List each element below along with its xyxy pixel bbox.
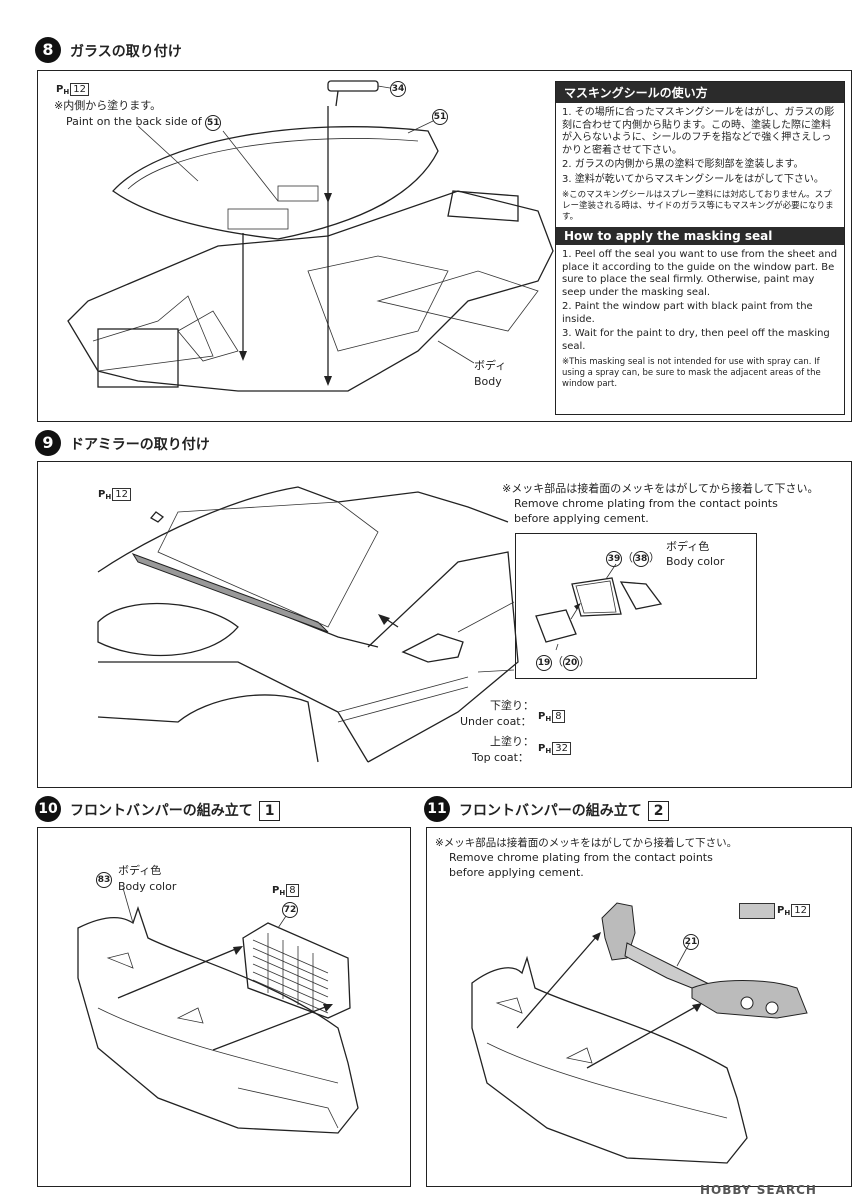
masking-item-jp-1: 1. その場所に合ったマスキングシールをはがし、ガラスの彫刻に合わせて内側から貼… [562,107,835,156]
step-10-number: 10 [35,796,61,822]
step-9-number: 9 [35,430,61,456]
paint-swatch [739,903,775,919]
top-coat-jp: 上塗り： [490,735,534,748]
masking-list-jp: 1. その場所に合ったマスキングシールをはがし、ガラスの彫刻に合わせて内側から貼… [562,107,838,186]
front-bumper-bracket-diagram [471,902,808,1164]
under-coat-en: Under coat： [460,715,532,728]
part-83-label: 83 [96,872,112,888]
step-9-chrome-note-en2: before applying cement. [514,512,649,525]
step-9-chrome-note-en1: Remove chrome plating from the contact p… [514,497,778,510]
part-72-label: 72 [282,902,298,918]
front-bumper-grille-diagram [77,887,359,1134]
step-11-panel: ※メッキ部品は接着面のメッキをはがしてから接着して下さい。 Remove chr… [426,827,852,1187]
car-body-glass-diagram [67,80,554,392]
masking-note-jp: ※このマスキングシールはスプレー塗料には対応しておりません。スプレー塗装される時… [562,190,834,222]
step-11-chrome-note-en2: before applying cement. [449,866,584,879]
masking-item-en-2: 2. Paint the window part with black pain… [562,301,813,325]
masking-title-jp: マスキングシールの使い方 [556,82,844,103]
masking-title-en: How to apply the masking seal [556,227,844,245]
step-8-note-jp: ※内側から塗ります。 [54,99,162,112]
masking-instructions: マスキングシールの使い方 1. その場所に合ったマスキングシールをはがし、ガラス… [555,81,845,415]
step-10-box: 1 [258,801,281,821]
step-10-body-color-jp: ボディ色 [118,864,162,877]
body-label-jp: ボディ [474,359,507,372]
step-11-box: 2 [647,801,670,821]
part-21-label: 21 [683,934,699,950]
part-19-20-label: 19（20） [536,650,590,671]
step-10-body-color-en: Body color [118,880,177,893]
step-8-number: 8 [35,37,61,63]
part-51-label: 51 [432,109,448,125]
part-39-38-label: 39（38） [606,546,660,567]
body-label-en: Body [474,375,502,388]
part-34-label: 34 [390,81,406,97]
step-11-chrome-note-jp: ※メッキ部品は接着面のメッキをはがしてから接着して下さい。 [435,837,738,849]
under-coat-jp: 下塗り： [490,699,534,712]
masking-item-jp-3: 3. 塗料が乾いてからマスキングシールをはがして下さい。 [562,173,824,185]
car-front-mirror-diagram [97,486,519,763]
step-8-note-en: Paint on the back side of 51 [66,115,222,131]
mirror-body-color-en: Body color [666,555,725,568]
masking-list-en: 1. Peel off the seal you want to use fro… [562,249,838,353]
hobby-search-watermark: HOBBY SEARCH [700,1183,817,1197]
step-8-title: ガラスの取り付け [70,44,182,60]
step-9-title: ドアミラーの取り付け [70,437,210,453]
mirror-body-color-jp: ボディ色 [666,540,710,553]
mirror-parts-drawing [535,563,663,651]
masking-note-en: ※This masking seal is not intended for u… [562,357,821,389]
masking-item-en-1: 1. Peel off the seal you want to use fro… [562,249,838,298]
step-11-chrome-note-en1: Remove chrome plating from the contact p… [449,851,713,864]
masking-item-en-3: 3. Wait for the paint to dry, then peel … [562,328,830,352]
mirror-detail-box: 39（38） ボディ色 Body color 19（20） [515,533,757,679]
masking-item-jp-2: 2. ガラスの内側から黒の塗料で彫刻部を塗装します。 [562,159,804,170]
step-9-chrome-note-jp: ※メッキ部品は接着面のメッキをはがしてから接着して下さい。 [502,482,819,495]
step-11-number: 11 [424,796,450,822]
top-coat-en: Top coat： [472,751,529,764]
